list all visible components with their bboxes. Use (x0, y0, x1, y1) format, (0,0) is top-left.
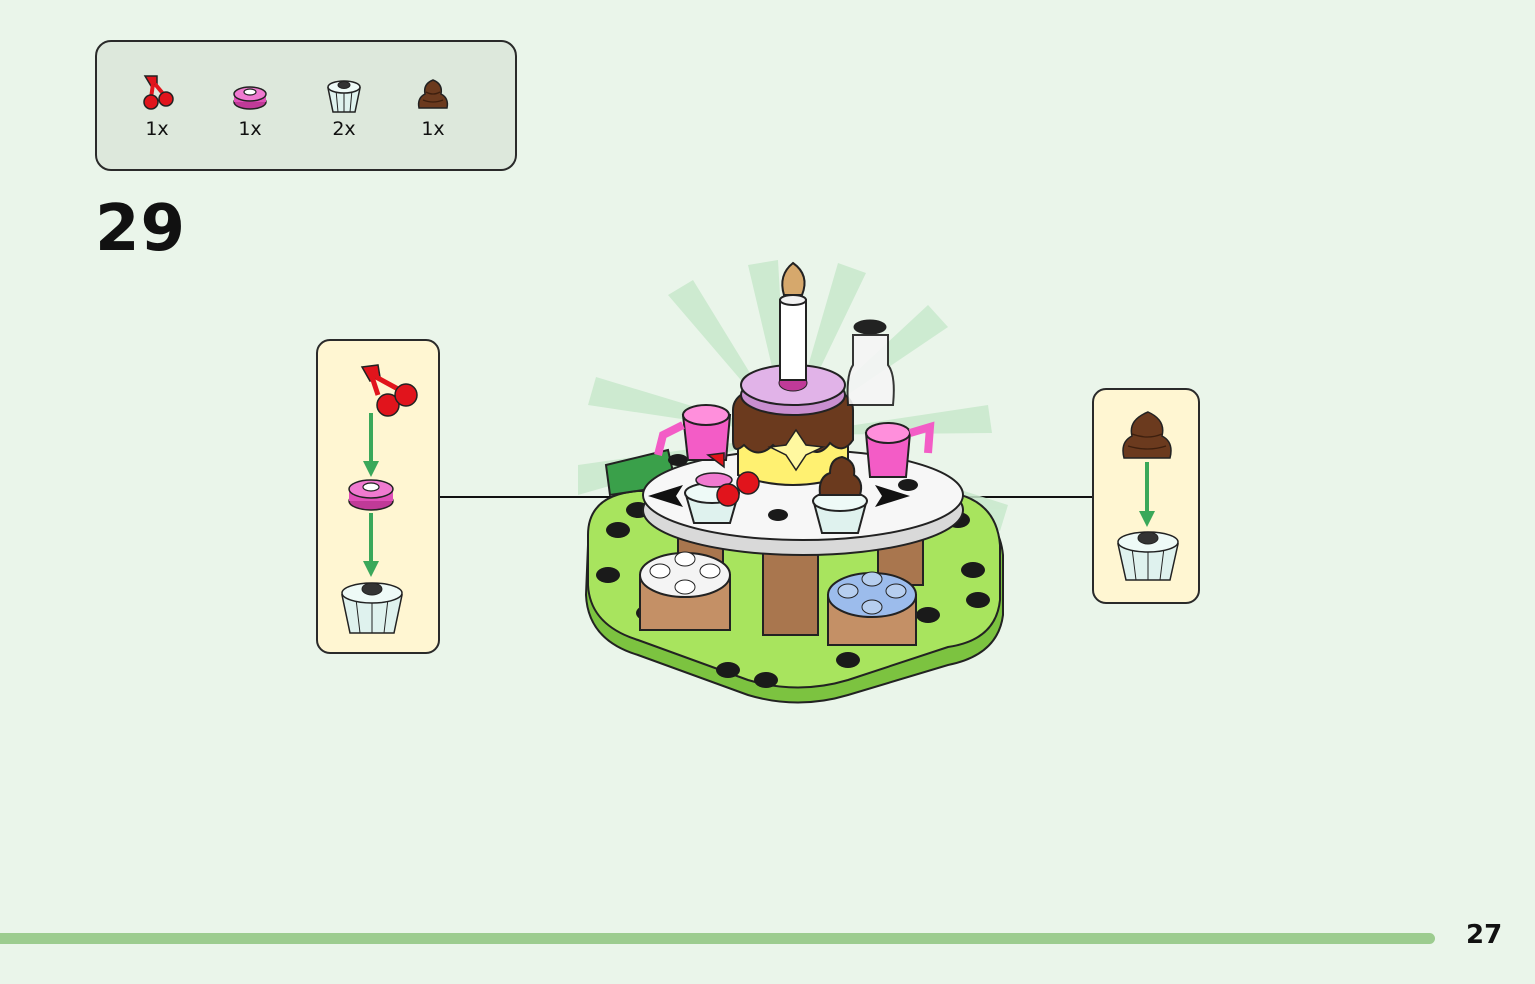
parts-list-box: 1x 1x 2x 1x (95, 40, 517, 171)
left-pointer-arrowhead (648, 485, 683, 507)
light-aqua-cupcake-liner-icon (1117, 531, 1179, 581)
right-pointer-arrowhead (875, 485, 910, 507)
cream-cupcake (812, 455, 868, 534)
pink-round-plate-icon (348, 479, 394, 511)
center-cake (732, 364, 854, 486)
brown-cream-swirl-icon (417, 79, 449, 109)
cake-model-illustration (578, 260, 1008, 704)
assembly-arrow-icon (363, 413, 379, 477)
part-qty: 1x (238, 118, 262, 140)
blue-round-tile (827, 571, 917, 646)
cherry-plate-liner-subassembly (341, 364, 418, 634)
candle (779, 261, 807, 381)
light-aqua-cupcake-liner-icon (341, 582, 403, 634)
pink-round-plate-icon (233, 86, 267, 110)
part-qty: 1x (421, 118, 445, 140)
right-leader-line (900, 496, 1092, 498)
red-cherry-icon (143, 75, 174, 110)
step-number: 29 (95, 192, 187, 266)
white-round-tile (639, 551, 731, 631)
brown-cream-swirl-icon (1122, 411, 1172, 459)
part-cream-swirl: 1x (403, 72, 463, 140)
cherry-cupcake (684, 452, 760, 524)
footer-progress-bar (0, 933, 1435, 944)
left-subassembly-callout (316, 339, 440, 654)
pink-cup-right (864, 421, 935, 478)
left-leader-line (440, 496, 650, 498)
assembly-arrow-icon (1139, 462, 1155, 527)
light-aqua-cupcake-liner-icon (327, 80, 361, 113)
red-cherry-icon (360, 364, 418, 417)
part-cherry: 1x (127, 72, 187, 140)
cream-liner-subassembly (1117, 411, 1179, 581)
part-plate: 1x (220, 72, 280, 140)
part-qty: 2x (332, 118, 356, 140)
assembly-arrow-icon (363, 513, 379, 577)
pink-cup-left (654, 404, 732, 461)
part-qty: 1x (145, 118, 169, 140)
glass-bottle (846, 319, 895, 406)
right-subassembly-callout (1092, 388, 1200, 604)
page-number: 27 (1466, 920, 1503, 950)
part-cupcake-liner: 2x (314, 72, 374, 140)
